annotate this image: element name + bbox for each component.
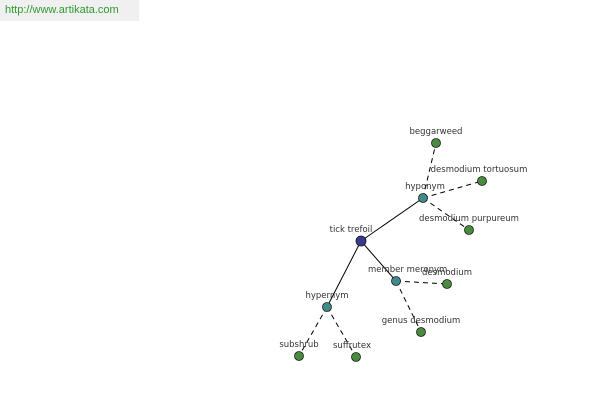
node-label-desmodium: desmodium (422, 268, 472, 278)
node-label-hyponym: hyponym (405, 182, 445, 192)
node-label-desmodium-purpureum: desmodium purpureum (419, 214, 519, 224)
node-desmodium[interactable] (442, 279, 452, 289)
url-watermark-text[interactable]: http://www.artikata.com (5, 4, 119, 16)
edge-hyponym-to-beggarweed (422, 142, 437, 199)
edge-hyponym-to-desmodium-purpureum (422, 197, 470, 231)
node-suffrutex[interactable] (351, 352, 361, 362)
node-label-suffrutex: suffrutex (333, 341, 371, 351)
edge-tick-trefoil-to-member-meronym (360, 240, 397, 282)
node-subshrub[interactable] (294, 351, 304, 361)
node-member-meronym[interactable] (391, 276, 401, 286)
node-label-beggarweed: beggarweed (410, 127, 463, 137)
node-hyponym[interactable] (418, 193, 428, 203)
node-label-member-meronym: member meronym (368, 265, 447, 275)
node-desmodium-purpureum[interactable] (464, 225, 474, 235)
node-beggarweed[interactable] (431, 138, 441, 148)
node-label-desmodium-tortuosum: desmodium tortuosum (431, 165, 528, 175)
edge-hypernym-to-suffrutex (326, 306, 357, 358)
node-label-hypernym: hypernym (305, 291, 348, 301)
nodes-layer (294, 138, 487, 362)
node-label-genus-desmodium: genus desmodium (382, 316, 461, 326)
node-desmodium-tortuosum[interactable] (477, 176, 487, 186)
edge-tick-trefoil-to-hypernym (326, 240, 362, 308)
node-tick-trefoil[interactable] (355, 235, 367, 247)
node-genus-desmodium[interactable] (416, 327, 426, 337)
node-hypernym[interactable] (322, 302, 332, 312)
edge-hyponym-to-desmodium-tortuosum (422, 180, 483, 199)
edge-tick-trefoil-to-hyponym (360, 197, 424, 242)
url-watermark-bar: http://www.artikata.com (0, 0, 139, 21)
labels-layer: tick trefoil hyponym member meronym hyperny… (279, 127, 527, 351)
edges-layer (298, 142, 483, 358)
node-label-tick-trefoil: tick trefoil (330, 225, 373, 235)
edge-member-meronym-to-desmodium (395, 280, 448, 285)
edge-member-meronym-to-genus-desmodium (395, 280, 422, 333)
edge-hypernym-to-subshrub (298, 306, 328, 357)
node-label-subshrub: subshrub (279, 340, 318, 350)
